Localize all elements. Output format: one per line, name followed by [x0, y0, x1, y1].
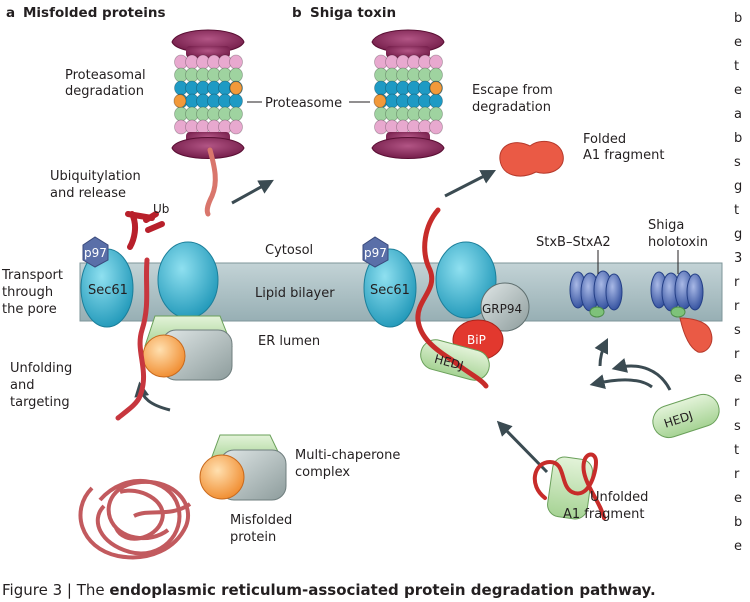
multi-chaperone-orange	[199, 454, 245, 500]
edge-glyph: e	[734, 539, 742, 554]
panel-b-title: Shiga toxin	[310, 5, 396, 21]
unfolded-a1-chain	[532, 452, 606, 520]
sec61-label-b: Sec61	[370, 283, 410, 298]
bip-label: BiP	[467, 333, 486, 347]
edge-glyph: e	[734, 35, 742, 50]
unfolded-a1-label: Unfolded A1 fragment	[563, 490, 653, 522]
p97-hexagon-b	[362, 236, 389, 268]
panel-a-letter: a	[6, 5, 15, 21]
panel-a-title: Misfolded proteins	[23, 5, 166, 21]
edge-glyph: r	[734, 299, 740, 314]
misfolded-protein-label: Misfolded protein	[230, 513, 296, 545]
proteasome-subunit	[229, 119, 243, 135]
hedj-free	[652, 393, 720, 439]
proteasome-subunit	[173, 94, 187, 108]
edge-glyph: s	[734, 419, 741, 434]
figure-caption: Figure 3 | The endoplasmic reticulum-ass…	[2, 581, 656, 599]
unfolding-label: Unfolding and targeting	[10, 361, 76, 410]
stxb-stxa2-toxin	[569, 270, 623, 318]
sec61-label-a: Sec61	[88, 283, 128, 298]
proteasome-subunit	[229, 106, 243, 122]
proteasome-subunit	[429, 67, 443, 83]
transport-label: Transport through the pore	[1, 268, 67, 317]
edge-glyph: s	[734, 323, 741, 338]
proteasome-subunit	[229, 81, 243, 95]
sec61-channel-b	[363, 248, 417, 328]
edge-glyph: b	[734, 11, 742, 26]
a1-chain-retrotranslocating	[415, 207, 489, 389]
edge-glyph: e	[734, 83, 742, 98]
chaperone-orange-a	[142, 334, 186, 378]
arrow-escape	[444, 169, 497, 198]
misfolded-protein-tangle	[78, 478, 192, 560]
lipid-bilayer-label: Lipid bilayer	[255, 286, 335, 301]
arrow-up-stxb	[594, 337, 609, 367]
edge-glyph: e	[734, 371, 742, 386]
proteasome-subunit	[229, 54, 243, 70]
substrate-tail-proteasome	[204, 147, 218, 217]
edge-glyph: r	[734, 467, 740, 482]
shiga-holotoxin-label: Shiga holotoxin	[648, 218, 708, 250]
grp94-label: GRP94	[482, 302, 522, 316]
edge-glyph: t	[734, 59, 739, 74]
substrate-chain-a	[115, 257, 150, 421]
edge-glyph: 3	[734, 251, 742, 266]
stxb-stxa2-label: StxB–StxA2	[536, 235, 611, 250]
proteasome-bottom-cap	[171, 137, 245, 159]
multi-chaperone-label: Multi-chaperone complex	[295, 448, 404, 480]
proteasome-subunit	[429, 119, 443, 135]
shiga-holotoxin	[650, 270, 713, 353]
arrow-to-proteasome	[231, 179, 274, 205]
proteasome-subunit	[429, 54, 443, 70]
proteasome-subunit	[429, 106, 443, 122]
grp94-chaperone	[480, 282, 530, 332]
edge-glyph: e	[734, 491, 742, 506]
channel-partner-b	[435, 241, 497, 319]
panel-b-letter: b	[292, 5, 302, 21]
arrow-hedj-to-a1	[589, 374, 653, 389]
folded-a1-fragment	[499, 140, 564, 177]
edge-glyph: r	[734, 275, 740, 290]
proteasome-a	[171, 29, 245, 159]
edge-glyph: b	[734, 515, 742, 530]
proteasome-subunit	[229, 67, 243, 83]
ubiquitylation-label: Ubiquitylation and release	[50, 169, 145, 201]
arrow-to-stxb	[611, 358, 672, 391]
escape-label: Escape from degradation	[472, 83, 557, 115]
proteasome-subunit	[429, 81, 443, 95]
edge-glyph: g	[734, 227, 742, 242]
proteasome-subunit	[429, 93, 443, 109]
edge-glyph: r	[734, 347, 740, 362]
edge-glyph: g	[734, 179, 742, 194]
proteasome-subunit	[229, 93, 243, 109]
edge-glyph: a	[734, 107, 742, 122]
ub-label: Ub	[153, 202, 169, 216]
proteasomal-degradation-label: Proteasomal degradation	[65, 68, 150, 99]
edge-glyph: t	[734, 203, 739, 218]
proteasome-bottom-cap	[371, 137, 445, 159]
p97-label-a: p97	[84, 246, 107, 260]
p97-label-b: p97	[364, 246, 387, 260]
edge-glyph: t	[734, 443, 739, 458]
ubiquitin-branch	[143, 211, 165, 233]
proteasome-top-stem	[386, 46, 430, 58]
folded-a1-label: Folded A1 fragment	[583, 132, 664, 163]
p97-hexagon-a	[82, 236, 109, 268]
er-lumen-label: ER lumen	[258, 334, 320, 349]
cytosol-label: Cytosol	[265, 243, 313, 258]
proteasome-b	[371, 29, 445, 159]
proteasome-label: Proteasome	[265, 96, 342, 111]
proteasome-subunit	[373, 94, 387, 108]
edge-glyph: b	[734, 131, 742, 146]
channel-partner-a	[157, 241, 219, 319]
edge-glyph: s	[734, 155, 741, 170]
proteasome-top-stem	[186, 46, 230, 58]
edge-glyph: r	[734, 395, 740, 410]
